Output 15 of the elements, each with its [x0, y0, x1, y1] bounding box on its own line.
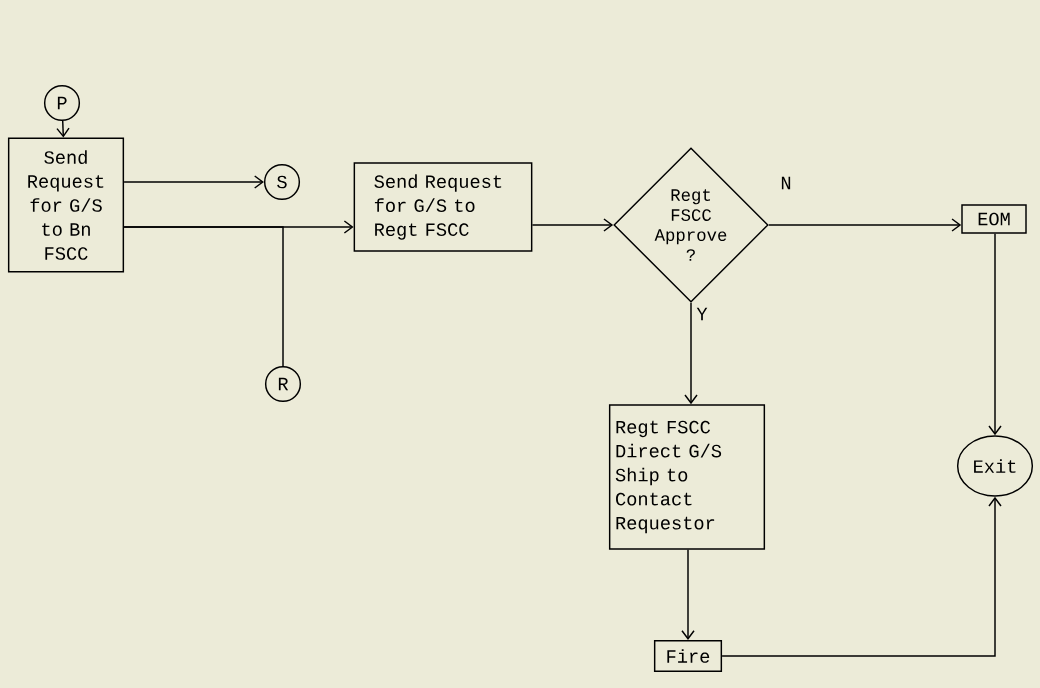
- arrow: [531, 218, 614, 232]
- arrow: [56, 120, 70, 138]
- arrow: [684, 302, 698, 405]
- process-box: Regt FSCC Direct G/S Ship to Contact Requestor: [608, 404, 766, 550]
- arrow: [681, 549, 695, 640]
- terminal-box: EOM: [961, 204, 1027, 234]
- edge-label: Y: [696, 307, 708, 321]
- process-box: Fire: [653, 639, 723, 673]
- arrow: [988, 233, 1002, 436]
- arrow: [721, 496, 1002, 657]
- arrow: [768, 218, 962, 232]
- process-box: Send Request for G/S to Regt FSCC: [353, 162, 533, 252]
- process-box: Send Request for G/S to Bn FSCC: [7, 137, 125, 273]
- arrow: [123, 175, 264, 189]
- edge-label: N: [781, 176, 791, 190]
